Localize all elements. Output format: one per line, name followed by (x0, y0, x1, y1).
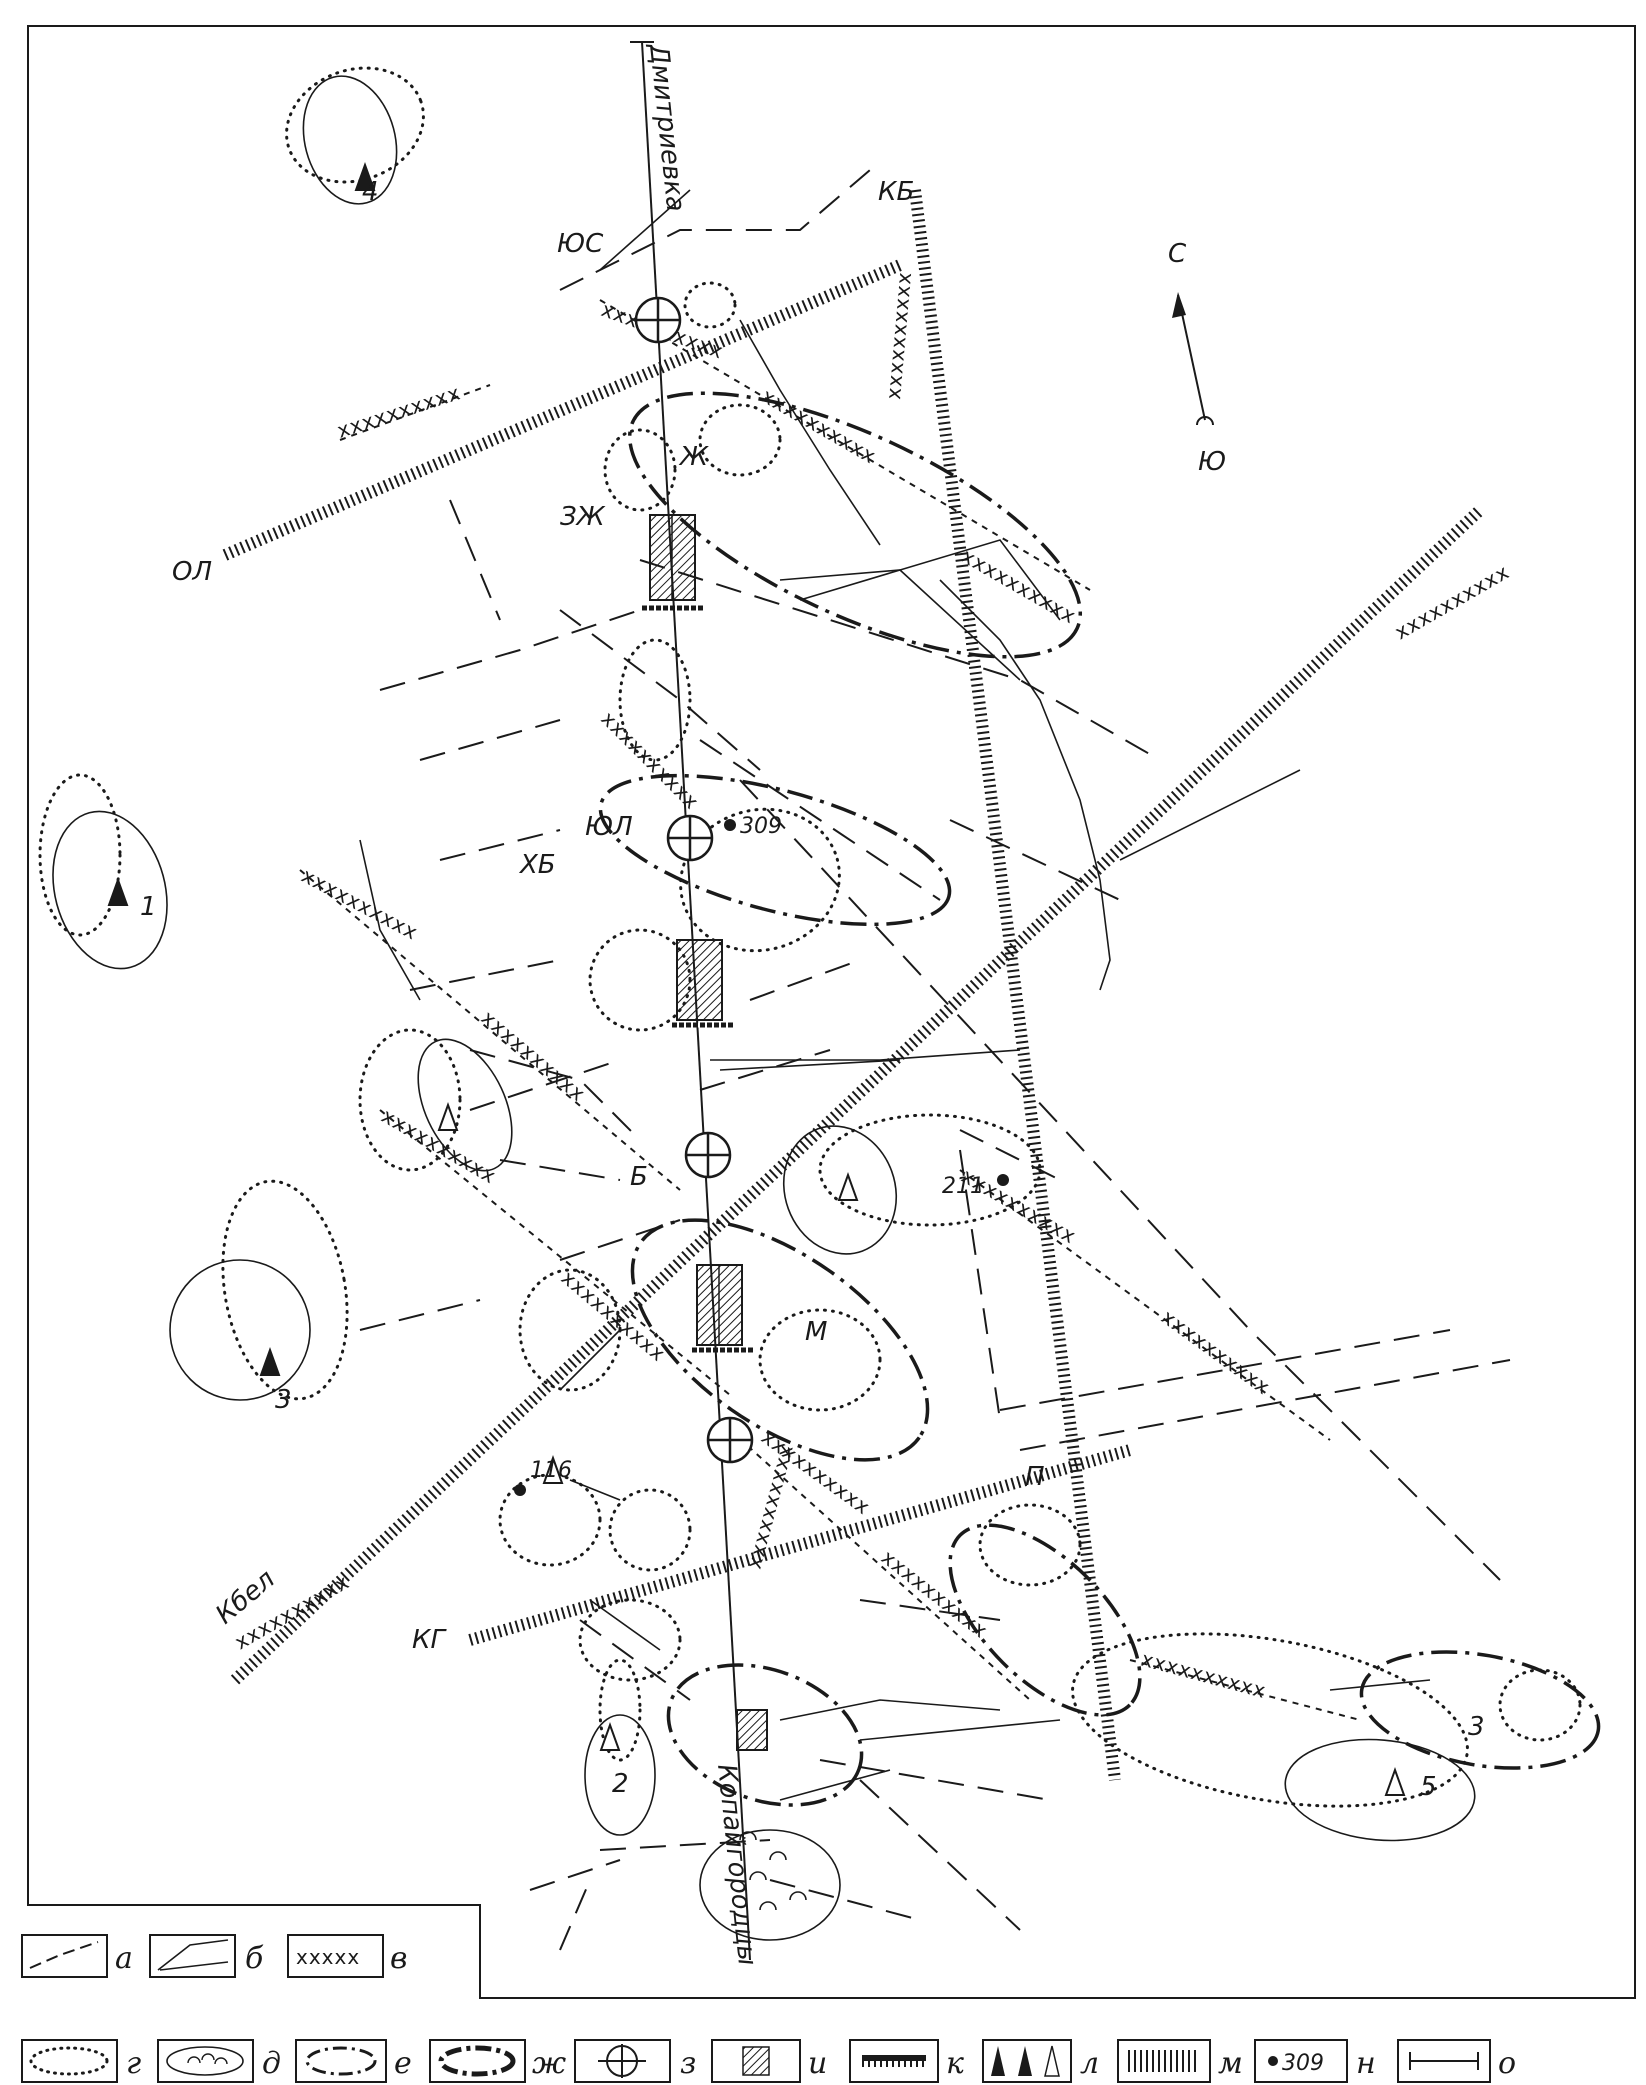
map-labels: Дмитриевка Копайгородцы КБ ОЛ Кбел КГ ЮС… (140, 42, 1485, 1967)
area-b-label: Б (630, 1162, 648, 1192)
legend-item-n: 309 н (1254, 2039, 1376, 2083)
svg-text:xxxxxxxxxx: xxxxxxxxxx (378, 1104, 501, 1189)
legend-item-a: а (21, 1934, 133, 1978)
profile-end-label: Копайгородцы (711, 1763, 762, 1967)
south-label: Ю (1198, 447, 1226, 477)
svg-text:и: и (808, 2046, 827, 2081)
well-211-label: 211 (942, 1174, 984, 1199)
x-fault-zones (299, 299, 1361, 1721)
arc-symbols (739, 1831, 807, 1911)
field-2-label: 2 (612, 1769, 629, 1799)
legend-item-k: к (849, 2039, 964, 2083)
field-1-label: 1 (140, 892, 157, 922)
zone-ks-label: КБ (878, 177, 914, 207)
svg-text:о: о (1498, 2046, 1516, 2081)
zone-yus-label: ЮС (557, 229, 604, 259)
svg-text:xxxxxxxxxx: xxxxxxxxxx (881, 270, 916, 400)
area-p-label: П (1025, 1462, 1045, 1492)
svg-text:xxxxxxxxxx: xxxxxxxxxx (298, 863, 423, 944)
svg-text:л: л (1080, 2046, 1099, 2081)
svg-text:м: м (1218, 2046, 1243, 2081)
zone-zhz-label: ЗЖ (560, 502, 606, 532)
dash-dot-contours (598, 391, 1601, 1807)
solid-contours (52, 75, 1476, 1941)
well-points (514, 819, 1009, 1496)
zone-hb-label: ХБ (518, 850, 556, 880)
svg-text:ж: ж (532, 2046, 566, 2081)
hatched-bands (222, 189, 1485, 1781)
dotted-contours (38, 66, 1582, 1808)
map-frame (27, 25, 1636, 1999)
legend-item-b: б (149, 1934, 264, 1978)
svg-text:н: н (1356, 2046, 1376, 2081)
thin-faults (359, 189, 1431, 1801)
legend-item-l: л (982, 2039, 1099, 2083)
triangle-markers (107, 162, 1406, 1796)
svg-text:xxxxxxxxxx: xxxxxxxxxx (1157, 1305, 1275, 1400)
area-m-label: М (805, 1317, 827, 1347)
zone-yul-label: ЮЛ (585, 812, 633, 842)
svg-text:з: з (680, 2046, 696, 2081)
field-5-label: 5 (1420, 1772, 1437, 1802)
zone-kg-label: КГ (412, 1625, 447, 1655)
legend-item-o: о (1397, 2039, 1516, 2083)
circle-cross-markers (634, 296, 754, 1464)
area-3-label: 3 (1468, 1712, 1485, 1742)
svg-text:е: е (394, 2046, 412, 2081)
north-label: С (1168, 239, 1187, 269)
field-4-label: 4 (362, 177, 379, 207)
svg-text:г: г (126, 2046, 141, 2081)
dashed-faults (359, 169, 1511, 1951)
zone-ol-label: ОЛ (172, 557, 212, 587)
svg-text:xxxxx: xxxxx (296, 1945, 360, 1969)
svg-text:xxxxxxxxxx: xxxxxxxxxx (557, 1265, 671, 1366)
legend-item-g: г (21, 2039, 141, 2083)
hatched-blocks (640, 514, 768, 1751)
svg-text:а: а (115, 1941, 133, 1976)
well-116-label: 116 (530, 1458, 572, 1483)
svg-text:309: 309 (1282, 2051, 1324, 2076)
legend-item-zh: ж (429, 2039, 566, 2083)
field-3-label: 3 (275, 1385, 292, 1415)
legend: а б xxxxx в г д е (21, 1934, 1516, 2083)
legend-item-e: е (295, 2039, 412, 2083)
svg-text:д: д (262, 2046, 281, 2081)
legend-item-i: и (711, 2039, 827, 2083)
svg-text:xxxxxxxxxx: xxxxxxxxxx (334, 380, 463, 442)
legend-item-d: д (157, 2039, 281, 2083)
north-arrow: С Ю (1168, 239, 1226, 477)
legend-item-z: з (574, 2039, 696, 2083)
svg-text:б: б (245, 1941, 264, 1976)
svg-text:к: к (946, 2046, 964, 2081)
legend-item-m: м (1117, 2039, 1243, 2083)
legend-item-v: xxxxx в (287, 1934, 407, 1978)
area-zh-label: Ж (678, 442, 709, 472)
svg-text:в: в (390, 1941, 407, 1976)
svg-text:xxxxxxxxxx: xxxxxxxxxx (1139, 1647, 1269, 1703)
well-309-label: 309 (740, 814, 782, 839)
